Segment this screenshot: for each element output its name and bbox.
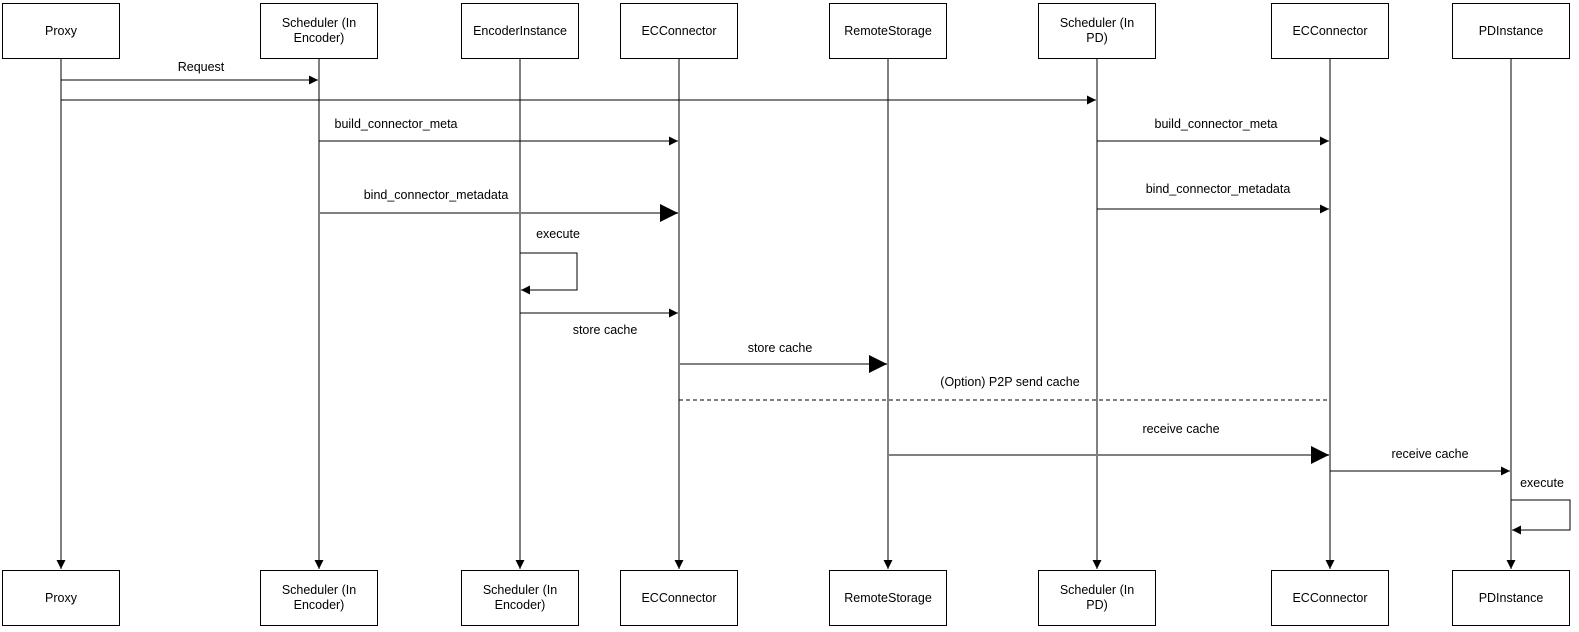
actor-bottom-ec-connector-pd: ECConnector: [1271, 570, 1389, 626]
message-label-store-cache-remote: store cache: [745, 341, 815, 355]
message-self-loop-execute-encoder: [520, 252, 578, 295]
actor-bottom-scheduler-encoder: Scheduler (In Encoder): [260, 570, 378, 626]
message-self-loop-execute-pd: [1511, 499, 1571, 535]
actor-bottom-remote-storage: RemoteStorage: [829, 570, 947, 626]
message-label-receive-cache-remote: receive cache: [1140, 422, 1222, 436]
actor-top-remote-storage: RemoteStorage: [829, 3, 947, 59]
actor-top-encoder-instance: EncoderInstance: [461, 3, 579, 59]
message-label-request: Request: [175, 60, 227, 74]
actor-bottom-proxy: Proxy: [2, 570, 120, 626]
message-label-build-connector-meta-pd: build_connector_meta: [1152, 117, 1280, 131]
actor-bottom-ec-connector-enc: ECConnector: [620, 570, 738, 626]
message-label-store-cache-encoder: store cache: [570, 323, 640, 337]
message-label-build-connector-meta-enc: build_connector_meta: [332, 117, 460, 131]
message-label-p2p-send-cache: (Option) P2P send cache: [938, 375, 1082, 389]
actor-top-ec-connector-enc: ECConnector: [620, 3, 738, 59]
message-label-bind-connector-metadata-enc: bind_connector_metadata: [361, 188, 511, 202]
actor-bottom-scheduler-pd: Scheduler (In PD): [1038, 570, 1156, 626]
actor-bottom-encoder-instance: Scheduler (In Encoder): [461, 570, 579, 626]
message-label-bind-connector-metadata-pd: bind_connector_metadata: [1143, 182, 1293, 196]
actor-top-scheduler-pd: Scheduler (In PD): [1038, 3, 1156, 59]
actor-bottom-pd-instance: PDInstance: [1452, 570, 1570, 626]
message-label-execute-pd: execute: [1518, 476, 1566, 490]
message-label-execute-encoder: execute: [534, 227, 582, 241]
actor-top-scheduler-encoder: Scheduler (In Encoder): [260, 3, 378, 59]
actor-top-proxy: Proxy: [2, 3, 120, 59]
message-label-receive-cache-pd: receive cache: [1389, 447, 1471, 461]
actor-top-pd-instance: PDInstance: [1452, 3, 1570, 59]
actor-top-ec-connector-pd: ECConnector: [1271, 3, 1389, 59]
